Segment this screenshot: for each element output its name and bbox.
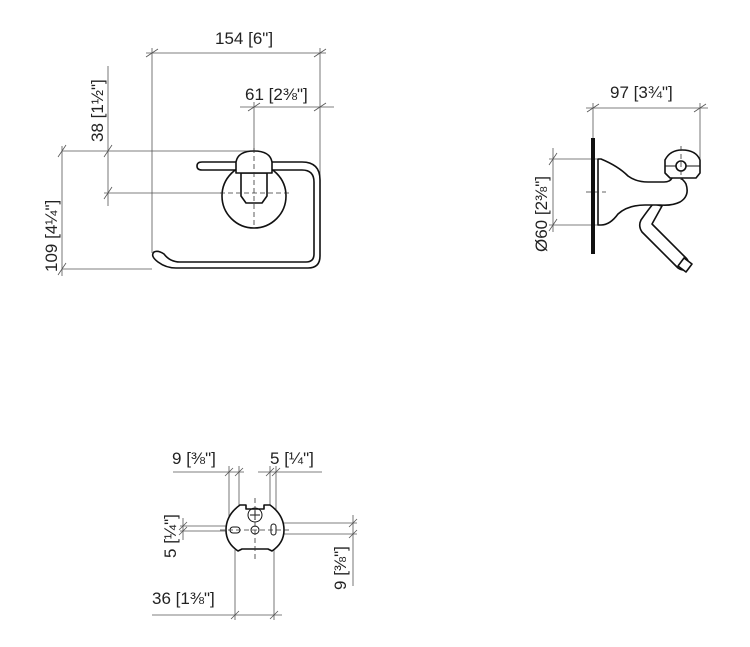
rosette-diameter-dimension: Ø60 [2⅜"]	[532, 176, 551, 252]
mounting-plate-view: 9 [⅜"] 5 [¼"] 5 [¼"] 9 [⅜"] 36 [1⅜"]	[152, 449, 358, 620]
wall-plate	[591, 138, 595, 254]
front-height-dimension: 109 [4¼"]	[42, 200, 61, 272]
plate-slot-left-offset-dimension: 9 [⅜"]	[172, 449, 216, 468]
plate-slot-spacing-dimension: 36 [1⅜"]	[152, 589, 215, 608]
side-projection-dimension: 97 [3¾"]	[610, 83, 673, 102]
mounting-plate	[220, 498, 290, 562]
side-dimension-lines	[548, 103, 708, 232]
front-width-dimension: 154 [6"]	[215, 29, 273, 48]
front-dimension-lines	[57, 48, 334, 276]
plate-dimension-lines	[152, 466, 358, 620]
plate-slot-right-height-dimension: 9 [⅜"]	[331, 546, 350, 590]
side-view: 97 [3¾"] Ø60 [2⅜"]	[532, 83, 708, 273]
front-center-offset-dimension: 61 [2⅜"]	[245, 85, 308, 104]
paper-holder-front	[151, 148, 321, 269]
front-view: 154 [6"] 61 [2⅜"] 38 [1½"] 109 [4¼"]	[42, 29, 334, 276]
right-slot	[270, 523, 277, 536]
paper-holder-side	[586, 138, 701, 273]
plate-slot-left-height-dimension: 5 [¼"]	[161, 514, 180, 558]
front-axis-height-dimension: 38 [1½"]	[88, 79, 107, 142]
plate-slot-right-width-dimension: 5 [¼"]	[270, 449, 314, 468]
